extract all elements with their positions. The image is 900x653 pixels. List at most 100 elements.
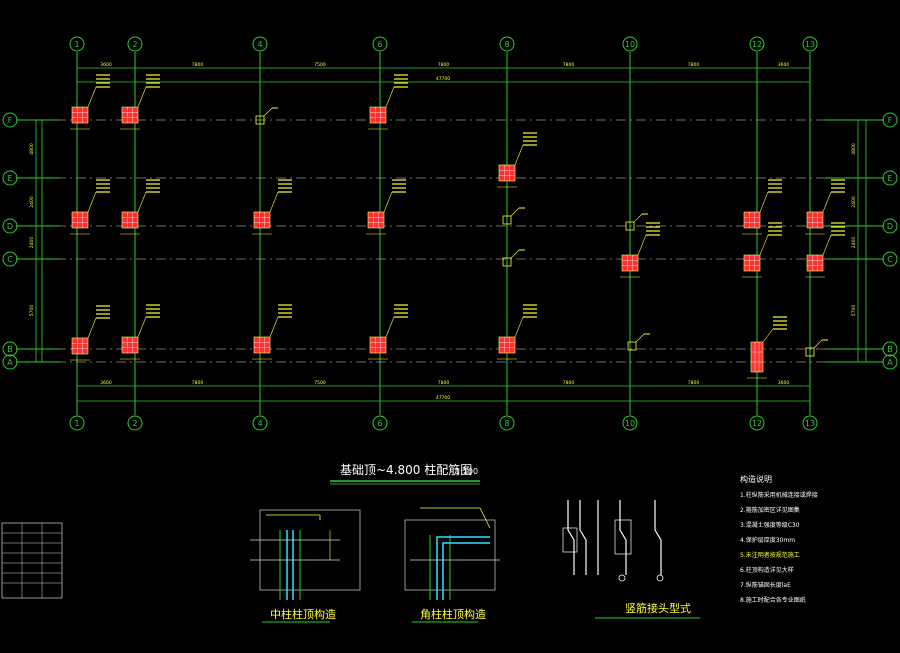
grid-bubble-10-top: [622, 36, 638, 52]
grid-label-6-bottom: 6: [377, 419, 382, 428]
column-10: [253, 336, 271, 354]
small-column-5: [805, 347, 815, 357]
grid-label-6-top: 6: [377, 40, 382, 49]
column-1: [121, 106, 139, 124]
grid-bubble-F-left: [2, 112, 18, 128]
splice-label: 竖筋接头型式: [625, 601, 691, 615]
column-15: [806, 211, 824, 229]
side-dim-text-0-3: 5700: [29, 305, 35, 317]
column-leader-14: [759, 191, 769, 213]
grid-label-C-left: C: [7, 255, 13, 264]
column-leader-9: [137, 316, 147, 338]
column-leader-0: [87, 86, 97, 108]
column-leader-2: [385, 86, 395, 108]
grid-bubble-8-top: [499, 36, 515, 52]
corner-col-label: 角柱柱顶构造: [420, 607, 486, 621]
column-2: [369, 106, 387, 124]
column-leader-4: [137, 191, 147, 213]
notes-block: 构造说明 1.柱纵筋采用机械连接或焊接 2.箍筋加密区详见图集 3.混凝土强度等…: [740, 474, 818, 604]
grid-label-A-left: A: [7, 358, 13, 367]
dim-text-1-1: 7800: [192, 380, 204, 386]
middle-col-label: 中柱柱顶构造: [270, 607, 336, 621]
small-column-1: [502, 215, 512, 225]
grid-bubble-C-right: [882, 251, 898, 267]
grid-bubble-B-left: [2, 341, 18, 357]
column-9: [121, 336, 139, 354]
small-column-leader-3: [633, 213, 643, 223]
column-layer: [70, 74, 845, 379]
dim-text-0-5: 7800: [688, 62, 700, 68]
grid-bubble-D-right: [882, 218, 898, 234]
grid-bubble-4-top: [252, 36, 268, 52]
column-leader-18: [762, 328, 774, 343]
grid-bubble-F-right: [882, 112, 898, 128]
dim-total-text-1: 47700: [436, 395, 450, 401]
small-column-leader-1: [510, 207, 520, 217]
dim-text-0-3: 7800: [438, 62, 450, 68]
grid-bubble-C-left: [2, 251, 18, 267]
grid-bubble-13-bottom: [802, 415, 818, 431]
column-12: [498, 336, 516, 354]
column-leader-15: [822, 191, 832, 213]
grid-label-F-left: F: [8, 116, 13, 125]
column-leader-1: [137, 86, 147, 108]
column-18: [750, 341, 764, 373]
grid-bubble-8-bottom: [499, 415, 515, 431]
column-17: [806, 254, 824, 272]
notes-line-7: 7.纵筋锚固长度laE: [740, 581, 791, 589]
grid-label-4-top: 4: [257, 40, 262, 49]
grid-bubble-2-top: [127, 36, 143, 52]
grid-label-4-bottom: 4: [257, 419, 262, 428]
column-leader-11: [385, 316, 395, 338]
grid-label-13-bottom: 13: [805, 419, 815, 428]
notes-line-8: 8.施工时配合各专业图纸: [740, 596, 806, 604]
column-leader-16: [759, 234, 769, 256]
dim-text-0-0: 3600: [100, 62, 112, 68]
notes-line-2: 2.箍筋加密区详见图集: [740, 506, 800, 514]
dim-text-1-3: 7800: [438, 380, 450, 386]
notes-line-6: 6.柱顶构造详见大样: [740, 566, 794, 574]
side-dim-text-1-3: 5700: [851, 305, 857, 317]
grid-label-10-bottom: 10: [625, 419, 635, 428]
dim-text-1-4: 7800: [563, 380, 575, 386]
notes-line-5: 5.未注明者按规范施工: [740, 551, 800, 559]
small-column-3: [625, 221, 635, 231]
side-dim-text-1-0: 4800: [851, 143, 857, 155]
column-13: [621, 254, 639, 272]
grid-label-D-right: D: [887, 222, 893, 231]
side-dim-text-0-0: 4800: [29, 143, 35, 155]
side-dim-text-1-1: 2400: [851, 196, 857, 208]
grid-label-A-right: A: [887, 358, 893, 367]
grid-bubble-E-left: [2, 170, 18, 186]
column-leader-5: [269, 191, 279, 213]
small-column-leader-5: [813, 339, 823, 349]
dim-text-1-5: 7800: [688, 380, 700, 386]
column-6: [367, 211, 385, 229]
column-11: [369, 336, 387, 354]
small-column-leader-2: [510, 249, 520, 259]
grid-label-10-top: 10: [625, 40, 635, 49]
column-16: [743, 254, 761, 272]
column-0: [71, 106, 89, 124]
grid-label-E-right: E: [887, 174, 892, 183]
dim-total-text-0: 47700: [436, 76, 450, 82]
side-dim-text-0-2: 2400: [29, 237, 35, 249]
grid-bubble-6-top: [372, 36, 388, 52]
grid-bubble-1-bottom: [69, 415, 85, 431]
column-leader-13: [637, 234, 647, 256]
grid-label-13-top: 13: [805, 40, 815, 49]
grid-bubble-A-left: [2, 354, 18, 370]
column-leader-12: [514, 316, 524, 338]
grid-label-B-right: B: [887, 345, 893, 354]
grid-bubble-E-right: [882, 170, 898, 186]
column-4: [121, 211, 139, 229]
dim-text-0-4: 7800: [563, 62, 575, 68]
column-3: [71, 211, 89, 229]
grid-label-1-bottom: 1: [74, 419, 79, 428]
dim-text-0-2: 7500: [314, 62, 326, 68]
dim-text-1-0: 3600: [100, 380, 112, 386]
small-column-0: [255, 115, 265, 125]
